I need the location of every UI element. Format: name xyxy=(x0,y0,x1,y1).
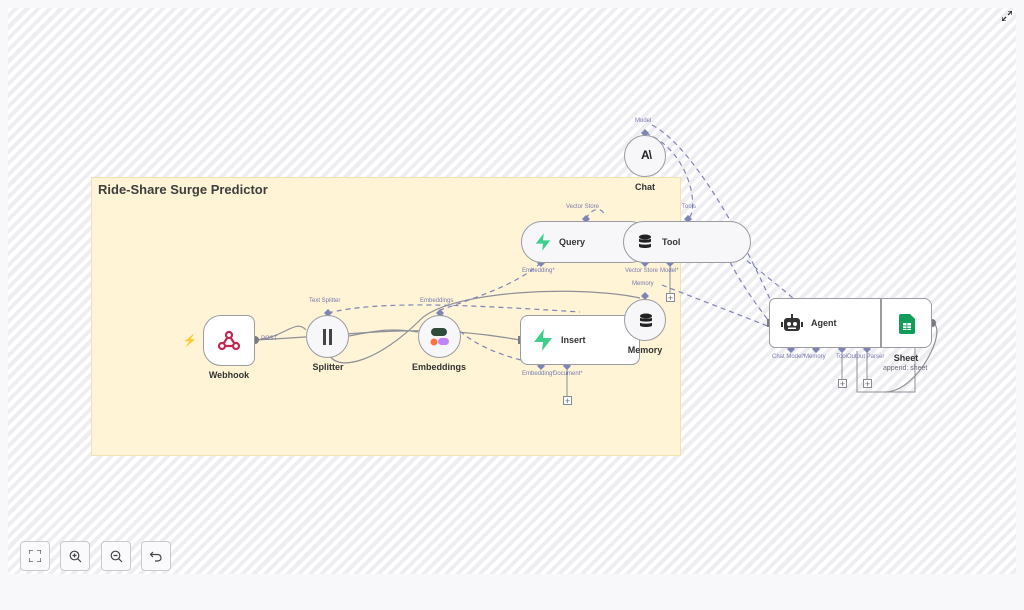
agent-port-memory: Memory xyxy=(804,354,826,360)
webhook-port-post: POST xyxy=(261,336,278,342)
chat-port-model-required: Model* xyxy=(660,268,679,274)
agent-add-tool-button[interactable]: + xyxy=(838,379,847,389)
database-icon xyxy=(639,234,651,248)
edge-sheet-loop xyxy=(884,322,938,393)
edge-memory-agent xyxy=(661,284,817,347)
database-icon xyxy=(640,313,652,327)
embeddings-port: Embeddings xyxy=(420,298,454,304)
embeddings-node[interactable] xyxy=(418,315,461,358)
edge-vectorstore-query xyxy=(585,208,606,220)
chat-port-model: Model xyxy=(635,118,652,124)
sticky-note-title: Ride-Share Surge Predictor xyxy=(98,182,268,197)
edge-webhook-splitter xyxy=(254,325,307,341)
edge-text-splitter xyxy=(327,304,581,314)
tool-port-tools: Tools xyxy=(682,204,697,210)
sheet-subtitle: append: sheet xyxy=(883,365,928,372)
splitter-icon xyxy=(323,329,332,345)
splitter-port-text-splitter: Text Splitter xyxy=(309,298,341,304)
undo-button[interactable] xyxy=(141,541,171,571)
tool-add-button[interactable]: + xyxy=(666,293,675,303)
embeddings-label: Embeddings xyxy=(411,362,466,372)
trigger-bolt-icon: ⚡ xyxy=(183,334,197,347)
insert-add-button[interactable]: + xyxy=(563,396,572,406)
edge-splitter-embeddings xyxy=(348,329,419,337)
memory-node[interactable] xyxy=(624,299,666,341)
insert-label: Insert xyxy=(561,335,586,345)
undo-icon xyxy=(150,551,162,562)
fullscreen-icon[interactable] xyxy=(1000,9,1014,23)
chat-label: Chat xyxy=(635,182,655,192)
query-port-vector-store: Vector Store xyxy=(566,204,600,210)
fit-view-icon xyxy=(29,550,41,562)
robot-icon xyxy=(781,314,803,331)
edge-model-tool xyxy=(644,132,694,220)
webhook-icon xyxy=(217,330,241,351)
tool-port-vector-store: Vector Store xyxy=(625,268,659,274)
zoom-out-icon xyxy=(110,550,122,562)
agent-port-output-parser: Output Parser xyxy=(847,354,885,360)
webhook-node[interactable] xyxy=(203,315,255,366)
query-label: Query xyxy=(559,237,586,247)
edge-webhook-insert xyxy=(254,330,521,341)
fit-view-button[interactable] xyxy=(20,541,50,571)
memory-label: Memory xyxy=(627,345,663,355)
edge-splitter-insert-loop xyxy=(329,290,641,364)
edge-model-agent xyxy=(651,124,791,347)
webhook-label: Webhook xyxy=(208,370,250,380)
supabase-icon xyxy=(535,233,551,251)
splitter-label: Splitter xyxy=(312,362,344,372)
tool-node[interactable]: Tool xyxy=(623,221,751,263)
zoom-in-button[interactable] xyxy=(60,541,90,571)
agent-port-chat-model: Chat Model* xyxy=(772,354,806,360)
google-sheets-icon xyxy=(899,314,915,334)
agent-add-parser-button[interactable]: + xyxy=(863,379,872,389)
query-port-embedding: Embedding* xyxy=(522,268,555,274)
zoom-out-button[interactable] xyxy=(101,541,131,571)
sheet-node[interactable] xyxy=(881,298,932,348)
sheet-label: Sheet xyxy=(893,353,919,363)
insert-port-embedding: Embedding* xyxy=(522,371,555,377)
chat-node[interactable]: A\ xyxy=(624,135,666,177)
anthropic-icon: A\ xyxy=(641,148,652,162)
agent-label: Agent xyxy=(811,318,837,328)
insert-node[interactable]: Insert xyxy=(520,315,640,365)
zoom-in-icon xyxy=(69,550,81,562)
edge-query-embedding xyxy=(439,262,542,311)
memory-port: Memory xyxy=(632,281,654,287)
agent-node[interactable]: Agent xyxy=(769,298,881,348)
tool-label: Tool xyxy=(662,237,681,247)
agent-port-tool: Tool xyxy=(836,354,848,360)
insert-port-document: Document* xyxy=(553,371,583,377)
splitter-node[interactable] xyxy=(306,315,349,358)
supabase-icon xyxy=(534,329,552,351)
embeddings-icon xyxy=(430,328,449,346)
